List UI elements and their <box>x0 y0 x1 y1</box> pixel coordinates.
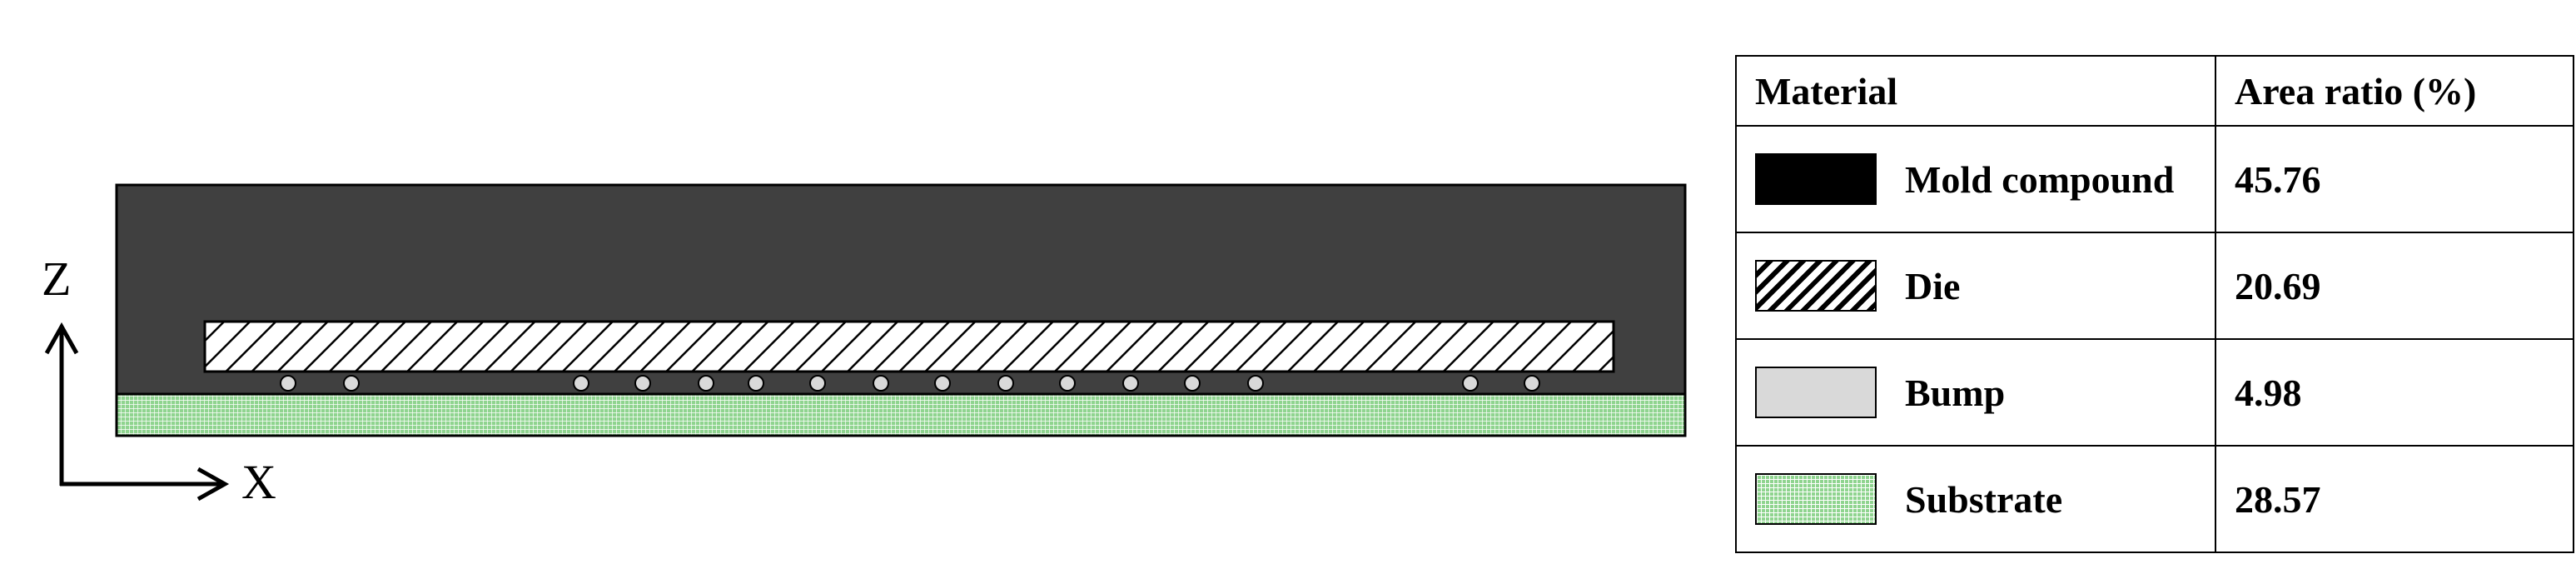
material-label: Die <box>1905 264 1961 307</box>
bump-15 <box>1462 375 1479 392</box>
bump-3 <box>573 375 589 392</box>
bump-8 <box>873 375 889 392</box>
substrate-swatch <box>1755 473 1877 525</box>
z-axis-label: Z <box>42 252 71 306</box>
area-ratio-value: 28.57 <box>2215 445 2574 553</box>
bump-7 <box>809 375 826 392</box>
header-material: Material <box>1735 55 2216 127</box>
die-swatch <box>1755 260 1877 312</box>
legend-row-die: Die 20.69 <box>1735 232 2574 340</box>
bump-16 <box>1524 375 1540 392</box>
bump-6 <box>748 375 764 392</box>
legend-row-mold-compound: Mold compound 45.76 <box>1735 125 2574 233</box>
z-axis-arrowhead <box>44 322 79 355</box>
material-label: Mold compound <box>1905 157 2175 201</box>
bump-14 <box>1247 375 1264 392</box>
bump-12 <box>1122 375 1139 392</box>
bump-11 <box>1059 375 1076 392</box>
axis-indicator: Z X <box>42 252 276 509</box>
legend-row-bump: Bump 4.98 <box>1735 338 2574 447</box>
substrate-region <box>115 392 1687 437</box>
bump-9 <box>934 375 951 392</box>
die-region <box>203 320 1615 373</box>
area-ratio-value: 45.76 <box>2215 125 2574 233</box>
header-area-ratio: Area ratio (%) <box>2215 55 2574 127</box>
bump-13 <box>1184 375 1201 392</box>
bump-swatch <box>1755 367 1877 418</box>
legend-row-substrate: Substrate 28.57 <box>1735 445 2574 553</box>
material-legend-table: Material Area ratio (%) Mold compound 45… <box>1735 55 2574 553</box>
area-ratio-value: 20.69 <box>2215 232 2574 340</box>
bump-4 <box>634 375 651 392</box>
bump-10 <box>997 375 1014 392</box>
x-axis-arrowhead <box>196 467 230 502</box>
material-label: Substrate <box>1905 477 2063 521</box>
area-ratio-value: 4.98 <box>2215 338 2574 447</box>
bump-1 <box>280 375 296 392</box>
package-cross-section-diagram: Z X <box>42 183 1687 509</box>
bump-row <box>280 375 1540 392</box>
legend-header-row: Material Area ratio (%) <box>1735 55 2574 127</box>
bump-2 <box>343 375 360 392</box>
bump-5 <box>698 375 714 392</box>
x-axis-label: X <box>241 455 276 509</box>
mold-compound-swatch <box>1755 153 1877 205</box>
material-label: Bump <box>1905 371 2006 414</box>
